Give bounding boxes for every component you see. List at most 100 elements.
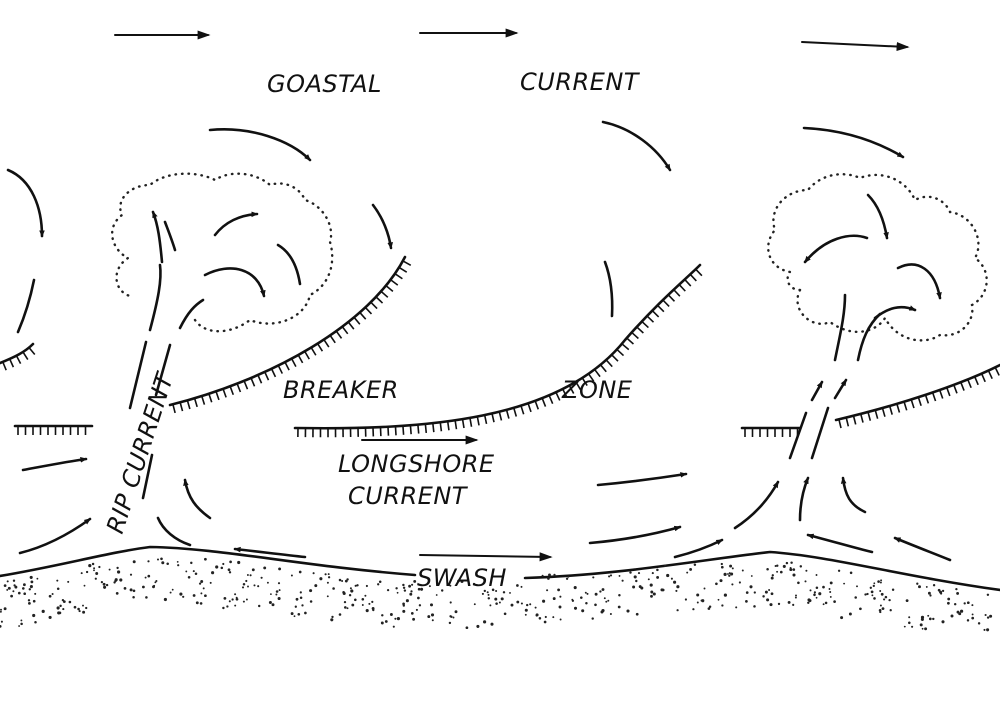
- sand-dot: [440, 589, 444, 592]
- sand-dot: [20, 619, 23, 622]
- sand-dot: [581, 609, 585, 613]
- breaker-hatch-mark: [953, 384, 958, 394]
- sand-dot: [295, 597, 299, 601]
- sand-dot: [670, 577, 673, 580]
- sand-dot: [635, 612, 639, 616]
- breaker-hatch-mark: [380, 290, 389, 298]
- sand-dot: [147, 560, 150, 563]
- rip-neck-line: [810, 406, 830, 460]
- rip-head-arrow: [873, 305, 917, 320]
- sand-dot: [829, 581, 833, 585]
- sand-dot: [879, 581, 882, 584]
- sand-dot: [558, 605, 562, 609]
- breaker-hatch-mark: [236, 383, 242, 393]
- sand-dot: [396, 617, 400, 621]
- sand-dot: [62, 600, 66, 603]
- sand-dot: [429, 603, 434, 607]
- breaker-hatch-mark: [297, 354, 304, 364]
- sand-dot: [792, 568, 796, 571]
- breaker-hatch-mark: [402, 425, 405, 435]
- sand-dot: [93, 569, 95, 572]
- breaker-hatch-mark: [193, 398, 198, 408]
- breaker-hatching: [2, 260, 1000, 438]
- breaker-hatch-mark: [264, 371, 270, 381]
- sand-dot: [349, 587, 352, 590]
- sand-dot: [427, 615, 431, 619]
- sand-dot: [571, 598, 574, 601]
- sand-dot: [192, 570, 195, 573]
- sand-dot: [879, 590, 882, 592]
- breaker-hatch-mark: [662, 299, 670, 308]
- sand-dot: [481, 592, 484, 595]
- sand-dot: [396, 591, 399, 594]
- sand-dot: [330, 618, 334, 622]
- sand-dot: [557, 588, 561, 592]
- sand-dot: [869, 586, 872, 589]
- breaker-hatch-mark: [646, 315, 655, 323]
- sand-dot: [411, 583, 414, 586]
- feeder-arrow: [893, 536, 952, 562]
- sand-dot: [599, 590, 602, 593]
- sand-dot: [195, 601, 199, 605]
- sand-dot: [848, 612, 852, 616]
- sand-dot: [491, 588, 495, 592]
- sand-dot: [27, 599, 31, 602]
- feeder-arrow: [588, 525, 682, 545]
- sand-dot: [312, 572, 315, 575]
- sand-dot: [304, 611, 307, 615]
- rip-current-right: [588, 173, 988, 562]
- sand-dot: [638, 585, 642, 589]
- rip-neck-line: [154, 343, 172, 397]
- sand-dot: [804, 580, 807, 583]
- sand-dot: [490, 622, 494, 626]
- breaker-hatch-mark: [924, 394, 930, 404]
- sand-dot: [720, 565, 724, 569]
- breaker-hatch-mark: [394, 426, 397, 436]
- sand-dot: [198, 582, 202, 585]
- sand-dot: [410, 590, 413, 593]
- sand-dot: [409, 592, 413, 596]
- breaker-hatch-mark: [341, 326, 349, 335]
- sand-dot: [824, 601, 828, 605]
- sand-dot: [544, 615, 547, 619]
- breaker-hatch-mark: [599, 364, 607, 373]
- sand-dot: [609, 612, 612, 616]
- sand-dot: [350, 589, 354, 593]
- sand-dot: [529, 603, 532, 606]
- breaker-hatch-mark: [316, 343, 324, 352]
- longshore-current-label: CURRENT: [348, 482, 469, 510]
- sand-dot: [346, 607, 349, 610]
- sand-dot: [204, 557, 207, 561]
- sand-dot: [594, 592, 598, 596]
- sand-dot: [268, 601, 272, 604]
- sand-dot: [516, 584, 519, 587]
- sand-dot: [720, 562, 723, 566]
- rip-neck-line: [141, 453, 154, 500]
- sand-dot: [547, 577, 550, 580]
- rip-current-left: [18, 172, 334, 559]
- sand-dot: [408, 584, 412, 588]
- sand-dot: [538, 617, 542, 620]
- sand-dot: [91, 562, 95, 566]
- sand-dot: [956, 591, 960, 595]
- sand-dot: [769, 603, 773, 607]
- breaker-line: [293, 263, 702, 430]
- breaker-hatch-mark: [938, 389, 944, 399]
- breaker-hatch-mark: [520, 405, 525, 415]
- sand-dot: [294, 605, 297, 608]
- breaker-hatch-mark: [310, 347, 317, 356]
- sand-dot: [242, 582, 246, 586]
- breaker-hatch-mark: [417, 424, 420, 434]
- sand-dot: [986, 593, 990, 597]
- sand-dot: [247, 585, 249, 588]
- sand-dot: [692, 608, 695, 611]
- sand-dot: [580, 596, 583, 599]
- rip-head-arrow: [203, 267, 266, 298]
- sand-dot: [770, 592, 774, 596]
- breaker-hatch-mark: [409, 425, 412, 435]
- sand-dot: [700, 599, 703, 602]
- sand-dot: [618, 593, 621, 597]
- sand-dot: [410, 612, 414, 615]
- breaker-hatch-mark: [534, 400, 540, 410]
- sand-dot: [129, 573, 133, 576]
